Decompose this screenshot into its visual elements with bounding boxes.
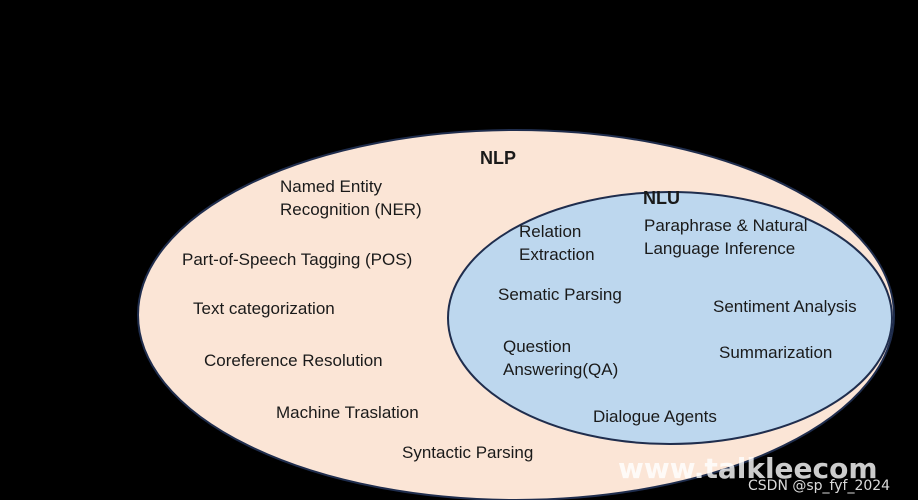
nlp-item-coreference: Coreference Resolution xyxy=(204,351,383,370)
nlu-item-sentiment-analysis: Sentiment Analysis xyxy=(713,297,857,316)
nlu-item-semantic-parsing: Sematic Parsing xyxy=(498,285,622,304)
nlu-title: NLU xyxy=(643,188,680,208)
nlu-item-dialogue-agents: Dialogue Agents xyxy=(593,407,717,426)
watermark-site: www.talkleecom xyxy=(618,452,878,485)
nlu-item-paraphrase-line1: Paraphrase & Natural xyxy=(644,216,808,235)
nlp-item-ner-line1: Named Entity xyxy=(280,177,383,196)
nlu-item-paraphrase-line2: Language Inference xyxy=(644,239,796,258)
nlp-item-ner-line2: Recognition (NER) xyxy=(280,200,422,219)
nlp-item-syntactic-parsing: Syntactic Parsing xyxy=(402,443,534,462)
nlu-item-qa-line1: Question xyxy=(503,337,572,356)
nlu-item-relation-line1: Relation xyxy=(519,222,582,241)
nlu-ellipse xyxy=(447,191,893,445)
nlu-item-relation-line2: Extraction xyxy=(519,245,595,264)
nlu-item-summarization: Summarization xyxy=(719,343,833,362)
nlp-item-text-categorization: Text categorization xyxy=(193,299,335,318)
nlp-title: NLP xyxy=(480,148,516,168)
nlp-item-pos: Part-of-Speech Tagging (POS) xyxy=(182,250,413,269)
nlu-item-qa-line2: Answering(QA) xyxy=(503,360,619,379)
watermark-author: CSDN @sp_fyf_2024 xyxy=(748,478,891,494)
nlp-item-machine-translation: Machine Traslation xyxy=(276,403,419,422)
